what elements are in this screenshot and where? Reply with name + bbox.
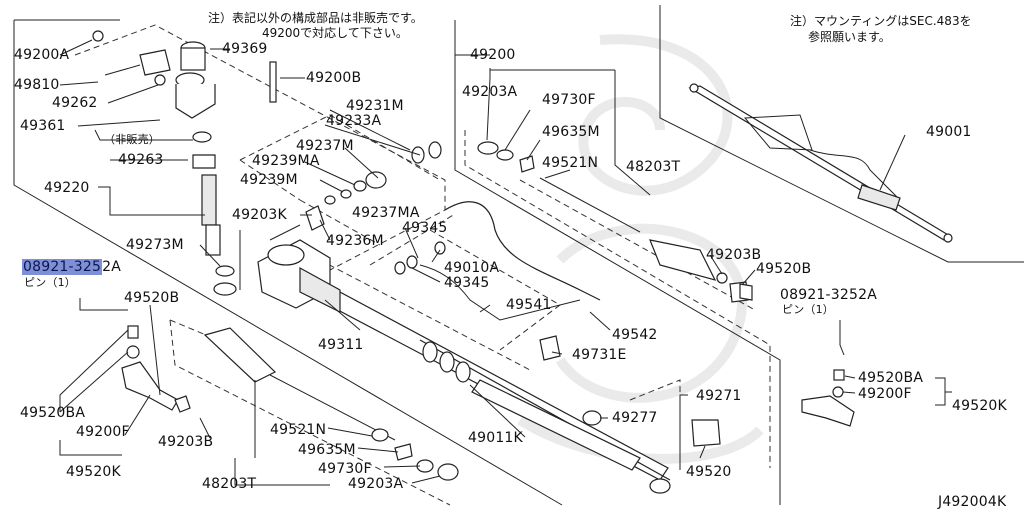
note-top-center-1: 注）表記以外の構成部品は非販売です。 xyxy=(208,11,423,25)
label-49200[interactable]: 49200 xyxy=(470,47,516,63)
label-49731E[interactable]: 49731E xyxy=(572,347,627,363)
label-49203A-bot[interactable]: 49203A xyxy=(348,476,404,492)
label-49541[interactable]: 49541 xyxy=(506,297,552,313)
note-top-right-1: 注）マウンティングはSEC.483を xyxy=(790,14,972,28)
label-49262[interactable]: 49262 xyxy=(52,95,98,111)
note-top-center-2: 49200で対応して下さい。 xyxy=(262,26,408,40)
label-49239MA[interactable]: 49239MA xyxy=(252,153,320,169)
watermark-emblem xyxy=(517,34,764,464)
label-pin-right: ピン（1） xyxy=(782,303,834,316)
label-49542[interactable]: 49542 xyxy=(612,327,658,343)
right-boot-and-rod xyxy=(477,141,749,303)
tie-rod-ends xyxy=(121,283,855,427)
label-48203T-top[interactable]: 48203T xyxy=(626,159,681,175)
label-49273M[interactable]: 49273M xyxy=(126,237,184,253)
label-49730F-bot[interactable]: 49730F xyxy=(318,461,372,477)
label-48203T-bot[interactable]: 48203T xyxy=(202,476,257,492)
label-49277[interactable]: 49277 xyxy=(612,410,658,426)
label-49200F-right[interactable]: 49200F xyxy=(858,386,912,402)
note-top-right-2: 参照願います。 xyxy=(808,30,891,44)
label-49236M[interactable]: 49236M xyxy=(326,233,384,249)
label-08921-right[interactable]: 08921-3252A xyxy=(780,287,877,303)
label-49203B-right[interactable]: 49203B xyxy=(706,247,762,263)
label-49200A[interactable]: 49200A xyxy=(14,47,70,63)
label-49361[interactable]: 49361 xyxy=(20,118,66,134)
label-49263[interactable]: 49263 xyxy=(118,152,164,168)
label-49521N-top[interactable]: 49521N xyxy=(542,155,599,171)
label-49345-b[interactable]: 49345 xyxy=(444,275,490,291)
left-boot-and-rod xyxy=(203,327,459,481)
label-49520B-left[interactable]: 49520B xyxy=(124,290,180,306)
label-49011K[interactable]: 49011K xyxy=(468,430,523,446)
label-49520K-right[interactable]: 49520K xyxy=(952,398,1007,414)
part-number-suffix: 2A xyxy=(102,259,122,275)
label-49369[interactable]: 49369 xyxy=(222,41,268,57)
label-49203A-top[interactable]: 49203A xyxy=(462,84,518,100)
hydraulic-pipes xyxy=(419,201,601,361)
label-49311[interactable]: 49311 xyxy=(318,337,364,353)
label-49203K[interactable]: 49203K xyxy=(232,207,287,223)
label-08921-left[interactable]: 08921-3252A xyxy=(22,259,121,275)
label-49237MA[interactable]: 49237MA xyxy=(352,205,420,221)
label-49271[interactable]: 49271 xyxy=(696,388,742,404)
label-49001[interactable]: 49001 xyxy=(926,124,972,140)
label-49237M-a[interactable]: 49237M xyxy=(296,138,354,154)
label-49810[interactable]: 49810 xyxy=(14,77,60,93)
label-49203B-left[interactable]: 49203B xyxy=(158,434,214,450)
label-49520[interactable]: 49520 xyxy=(686,464,732,480)
label-49239M[interactable]: 49239M xyxy=(240,172,298,188)
label-hihanbai: （非販売） xyxy=(104,133,160,146)
label-49520K-left[interactable]: 49520K xyxy=(66,464,121,480)
label-49200B-top[interactable]: 49200B xyxy=(306,70,362,86)
diagram-code: J492004K xyxy=(938,494,1007,510)
highlighted-part-number[interactable]: 08921-325 xyxy=(22,259,103,275)
frame-lines xyxy=(13,5,1024,506)
valve-parts xyxy=(92,30,277,296)
leader-lines xyxy=(59,39,952,486)
label-49200F-left[interactable]: 49200F xyxy=(76,424,130,440)
label-49520BA-left[interactable]: 49520BA xyxy=(20,405,86,421)
rack-assembly-thumbnail xyxy=(688,83,953,243)
label-49231M[interactable]: 49231M xyxy=(346,98,404,114)
label-49233A[interactable]: 49233A xyxy=(326,113,382,129)
label-49520B-right[interactable]: 49520B xyxy=(756,261,812,277)
seal-rings xyxy=(305,141,446,275)
label-49345-a[interactable]: 49345 xyxy=(402,220,448,236)
label-49635M-bot[interactable]: 49635M xyxy=(298,442,356,458)
label-49220[interactable]: 49220 xyxy=(44,180,90,196)
label-49520BA-right[interactable]: 49520BA xyxy=(858,370,924,386)
lower-rack xyxy=(471,379,721,494)
label-49010A[interactable]: 49010A xyxy=(444,260,500,276)
label-49730F-top[interactable]: 49730F xyxy=(542,92,596,108)
label-pin-left: ピン（1） xyxy=(24,276,76,289)
label-49521N-bot[interactable]: 49521N xyxy=(270,422,327,438)
label-49635M-top[interactable]: 49635M xyxy=(542,124,600,140)
gear-housing xyxy=(257,239,341,313)
